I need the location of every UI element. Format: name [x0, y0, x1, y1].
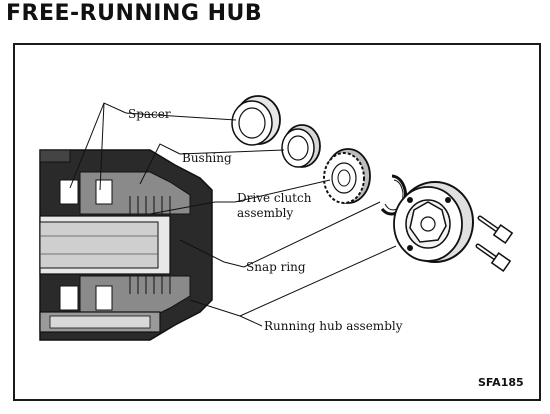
- label-spacer: Spacer: [128, 107, 171, 121]
- hub-housing-cutaway: [39, 149, 213, 341]
- label-drive-clutch-line1: Drive clutch: [237, 191, 312, 205]
- hub-bolts: [475, 215, 514, 272]
- bushing-ring: [281, 124, 321, 168]
- label-running-hub: Running hub assembly: [264, 319, 403, 333]
- leader-lines: [69, 102, 397, 327]
- label-snap-ring: Snap ring: [246, 260, 306, 274]
- figure-code: SFA185: [478, 376, 524, 389]
- label-drive-clutch-line2: assembly: [237, 206, 293, 220]
- running-hub-body: [393, 181, 474, 263]
- page-title: FREE-RUNNING HUB: [6, 1, 263, 26]
- label-bushing: Bushing: [182, 151, 232, 165]
- spacer-ring-large: [231, 95, 281, 146]
- drive-clutch-gear: [323, 148, 371, 204]
